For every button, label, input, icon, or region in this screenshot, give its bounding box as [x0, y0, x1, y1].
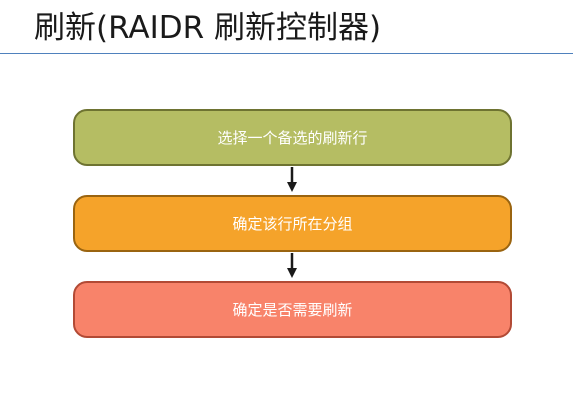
down-arrow-icon	[287, 253, 297, 278]
arrow-head	[287, 268, 297, 278]
flowchart-step-determine-row-group: 确定该行所在分组	[73, 195, 512, 252]
arrow-head	[287, 182, 297, 192]
title-divider	[0, 53, 573, 54]
flowchart-step-select-candidate-row: 选择一个备选的刷新行	[73, 109, 512, 166]
flowchart-step-decide-refresh: 确定是否需要刷新	[73, 281, 512, 338]
down-arrow-icon	[287, 167, 297, 192]
slide-title: 刷新(RAIDR 刷新控制器)	[34, 10, 382, 46]
